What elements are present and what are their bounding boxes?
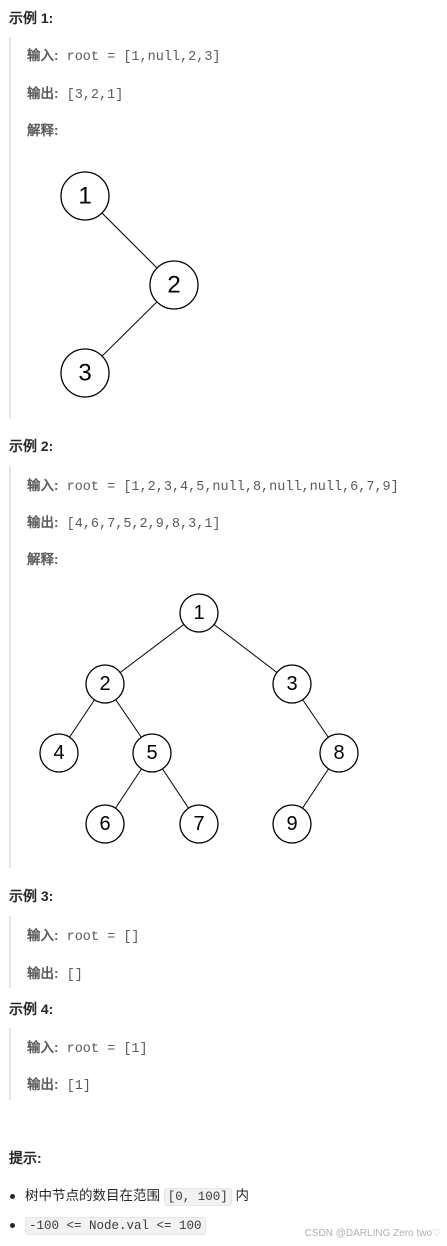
output-label: 输出:	[27, 515, 59, 530]
example-3-input: 输入: root = []	[27, 924, 140, 945]
hint-text: 树中节点的数目在范围	[25, 1188, 160, 1203]
inline-code: -100 <= Node.val <= 100	[25, 1217, 206, 1235]
hint-text: 内	[235, 1188, 250, 1203]
example-2-block	[9, 466, 11, 868]
tree-node-7: 7	[179, 804, 219, 844]
tree-node-2: 2	[85, 664, 125, 704]
svg-text:1: 1	[193, 602, 204, 624]
svg-text:3: 3	[286, 673, 297, 695]
example-2-output: 输出: [4,6,7,5,2,9,8,3,1]	[27, 511, 221, 532]
example-1-block	[9, 37, 11, 418]
example-2-input: 输入: root = [1,2,3,4,5,null,8,null,null,6…	[27, 474, 399, 495]
output-value: [3,2,1]	[66, 88, 124, 103]
input-label: 输入:	[27, 1040, 59, 1055]
output-label: 输出:	[27, 86, 59, 101]
example-1-title: 示例 1:	[9, 10, 54, 26]
output-value: [1]	[66, 1079, 91, 1094]
tree-node-6: 6	[85, 804, 125, 844]
example-4-title: 示例 4:	[9, 1001, 54, 1017]
example-4-block	[9, 1028, 11, 1100]
output-label: 输出:	[27, 966, 59, 981]
input-value: root = [1]	[66, 1042, 148, 1057]
tree-node-2: 2	[149, 260, 199, 310]
explain-label: 解释:	[27, 552, 59, 567]
hints-title: 提示:	[9, 1150, 42, 1166]
svg-text:2: 2	[99, 673, 110, 695]
inline-code: [0, 100]	[163, 1188, 232, 1206]
tree-node-1: 1	[179, 593, 219, 633]
example-3-output: 输出: []	[27, 962, 83, 983]
example-3-title: 示例 3:	[9, 888, 54, 904]
svg-text:3: 3	[78, 360, 91, 387]
input-label: 输入:	[27, 478, 59, 493]
tree-node-4: 4	[39, 733, 79, 773]
example-1-output: 输出: [3,2,1]	[27, 82, 123, 103]
example-4-input: 输入: root = [1]	[27, 1036, 148, 1057]
svg-text:1: 1	[78, 183, 91, 210]
input-value: root = []	[66, 930, 140, 945]
example-1-explain: 解释:	[27, 119, 59, 140]
tree-node-3: 3	[272, 664, 312, 704]
input-value: root = [1,null,2,3]	[66, 50, 221, 65]
svg-text:7: 7	[193, 813, 204, 835]
tree-node-1: 1	[60, 171, 110, 221]
example-4-output: 输出: [1]	[27, 1073, 91, 1094]
tree-node-5: 5	[132, 733, 172, 773]
example-2-explain: 解释:	[27, 548, 59, 569]
watermark: CSDN @DARLING Zero two♡	[304, 1228, 441, 1239]
svg-text:5: 5	[146, 742, 157, 764]
svg-text:6: 6	[99, 813, 110, 835]
input-label: 输入:	[27, 928, 59, 943]
bullet-icon	[10, 1222, 15, 1228]
tree-diagram-1: 1 2 3	[60, 171, 199, 398]
output-label: 输出:	[27, 1077, 59, 1092]
tree-node-8: 8	[319, 733, 359, 773]
hint-item-node-count: 树中节点的数目在范围 [0, 100] 内	[10, 1184, 250, 1206]
example-2-title: 示例 2:	[9, 438, 54, 454]
svg-text:4: 4	[53, 742, 64, 764]
bullet-icon	[10, 1193, 15, 1199]
output-value: [4,6,7,5,2,9,8,3,1]	[66, 517, 221, 532]
explain-label: 解释:	[27, 123, 59, 138]
svg-text:8: 8	[333, 742, 344, 764]
input-label: 输入:	[27, 48, 59, 63]
example-1-input: 输入: root = [1,null,2,3]	[27, 44, 221, 65]
tree-node-9: 9	[272, 804, 312, 844]
input-value: root = [1,2,3,4,5,null,8,null,null,6,7,9…	[66, 480, 399, 495]
output-value: []	[66, 968, 83, 983]
svg-text:9: 9	[286, 813, 297, 835]
tree-diagram-2: 1 2 3 4 5 8 6 7 9	[39, 593, 359, 844]
tree-node-3: 3	[60, 348, 110, 398]
svg-text:2: 2	[167, 272, 180, 299]
example-3-block	[9, 916, 11, 988]
hint-item-node-val: -100 <= Node.val <= 100	[10, 1217, 206, 1235]
